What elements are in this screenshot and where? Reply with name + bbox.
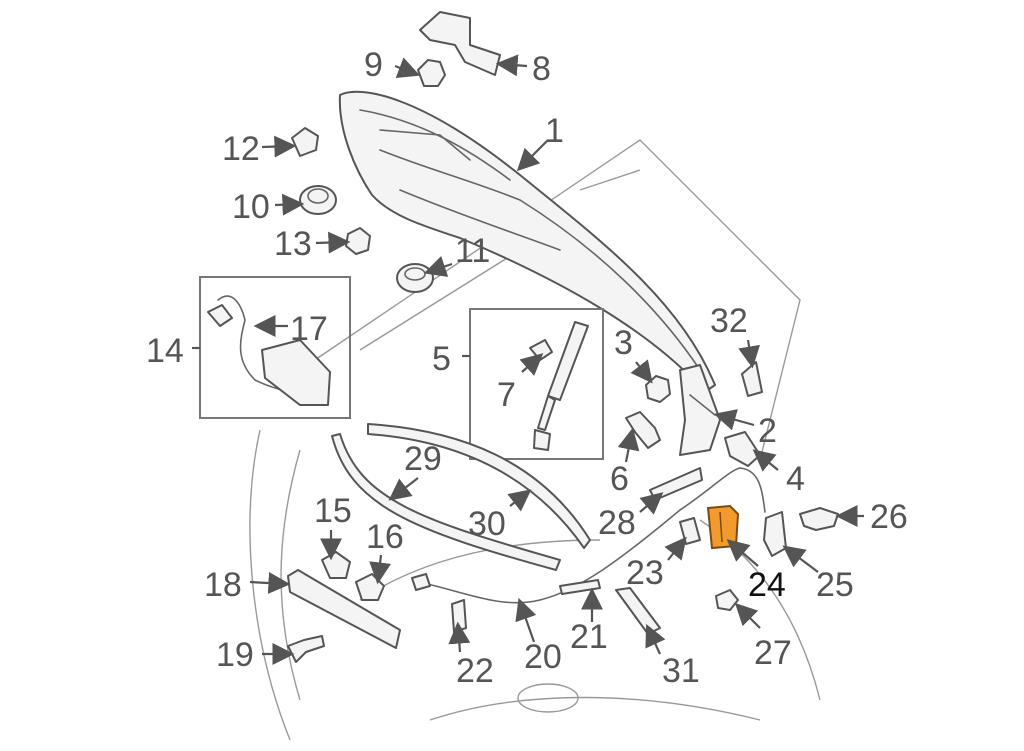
part-10-bumper bbox=[299, 185, 337, 215]
part-29-seal bbox=[331, 433, 561, 571]
label-27: 27 bbox=[754, 634, 792, 672]
label-31: 31 bbox=[662, 652, 700, 690]
part-12-cap bbox=[291, 127, 319, 157]
part-31-bracket bbox=[615, 587, 661, 635]
part-5-strut bbox=[533, 321, 589, 451]
label-17: 17 bbox=[290, 310, 328, 348]
label-18: 18 bbox=[204, 566, 242, 604]
label-9: 9 bbox=[364, 46, 383, 84]
label-8: 8 bbox=[532, 50, 551, 88]
label-14: 14 bbox=[146, 332, 184, 370]
part-28-bracket bbox=[649, 467, 703, 501]
part-2-hinge bbox=[679, 364, 721, 456]
part-11-grommet bbox=[396, 263, 434, 293]
label-2: 2 bbox=[758, 412, 777, 450]
part-13-stop bbox=[345, 227, 371, 255]
part-20-21-cable bbox=[411, 467, 766, 604]
part-19-bolt bbox=[287, 635, 325, 663]
leader-arrows bbox=[192, 54, 864, 665]
label-11: 11 bbox=[455, 232, 490, 270]
label-22: 22 bbox=[456, 652, 494, 690]
label-29: 29 bbox=[404, 440, 442, 478]
part-15-bolt bbox=[321, 551, 351, 579]
label-23: 23 bbox=[626, 554, 664, 592]
part-27-bolt bbox=[715, 589, 739, 611]
part-9-nut bbox=[417, 59, 446, 87]
label-16: 16 bbox=[366, 518, 404, 556]
label-24-highlighted: 24 bbox=[748, 566, 786, 604]
label-4: 4 bbox=[786, 460, 805, 498]
part-4-bolt bbox=[724, 431, 761, 467]
part-18-bracket bbox=[287, 569, 401, 649]
part-24-latch-highlighted bbox=[706, 504, 740, 550]
inset-box-5 bbox=[469, 308, 604, 460]
label-12: 12 bbox=[222, 130, 260, 168]
part-16-bolt bbox=[355, 573, 385, 601]
label-10: 10 bbox=[232, 188, 270, 226]
label-1: 1 bbox=[545, 112, 564, 150]
part-6-bolt bbox=[625, 411, 661, 449]
label-26: 26 bbox=[870, 498, 908, 536]
part-17-cable bbox=[207, 295, 331, 406]
label-13: 13 bbox=[274, 225, 312, 263]
label-7: 7 bbox=[497, 376, 516, 414]
label-20: 20 bbox=[524, 638, 562, 676]
part-7-clip bbox=[529, 339, 553, 361]
label-6: 6 bbox=[610, 460, 629, 498]
label-19: 19 bbox=[216, 636, 254, 674]
label-15: 15 bbox=[314, 492, 352, 530]
label-30: 30 bbox=[468, 505, 506, 543]
callout-labels: 9 8 1 12 10 13 11 17 14 5 7 3 32 2 4 6 2… bbox=[146, 46, 908, 690]
label-3: 3 bbox=[614, 324, 633, 362]
part-26-bolt bbox=[799, 507, 839, 531]
part-30-seal bbox=[367, 423, 591, 549]
part-32-clip bbox=[741, 361, 763, 397]
label-5: 5 bbox=[432, 340, 451, 378]
label-21: 21 bbox=[570, 618, 608, 656]
label-25: 25 bbox=[816, 566, 854, 604]
label-28: 28 bbox=[598, 504, 636, 542]
part-25-striker bbox=[763, 511, 787, 557]
hood-panel bbox=[338, 90, 716, 393]
label-32: 32 bbox=[710, 302, 748, 340]
